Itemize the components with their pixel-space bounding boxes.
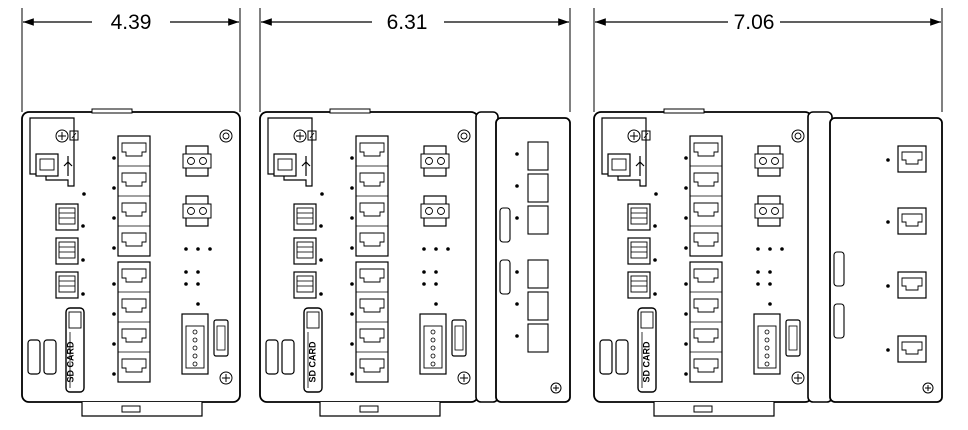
sd-card-label: SD CARD	[65, 341, 75, 383]
dimension-width-base: 4.39	[21, 8, 241, 112]
unit-base-plus-sfp-expansion: SD CARD	[260, 109, 571, 416]
dimension-width-with-sfp-expansion: 6.31	[259, 8, 571, 112]
dimension-label: 6.31	[387, 11, 428, 34]
dimension-label: 4.39	[111, 11, 152, 34]
sd-card-label: SD CARD	[307, 341, 317, 383]
unit-base-only: SD CARD	[22, 109, 240, 416]
dimension-label: 7.06	[734, 11, 775, 34]
dimension-width-with-rj45-expansion: 7.06	[593, 8, 943, 112]
sd-card-label: SD CARD	[641, 341, 651, 383]
unit-base-plus-rj45-expansion: SD CARD	[594, 109, 943, 416]
